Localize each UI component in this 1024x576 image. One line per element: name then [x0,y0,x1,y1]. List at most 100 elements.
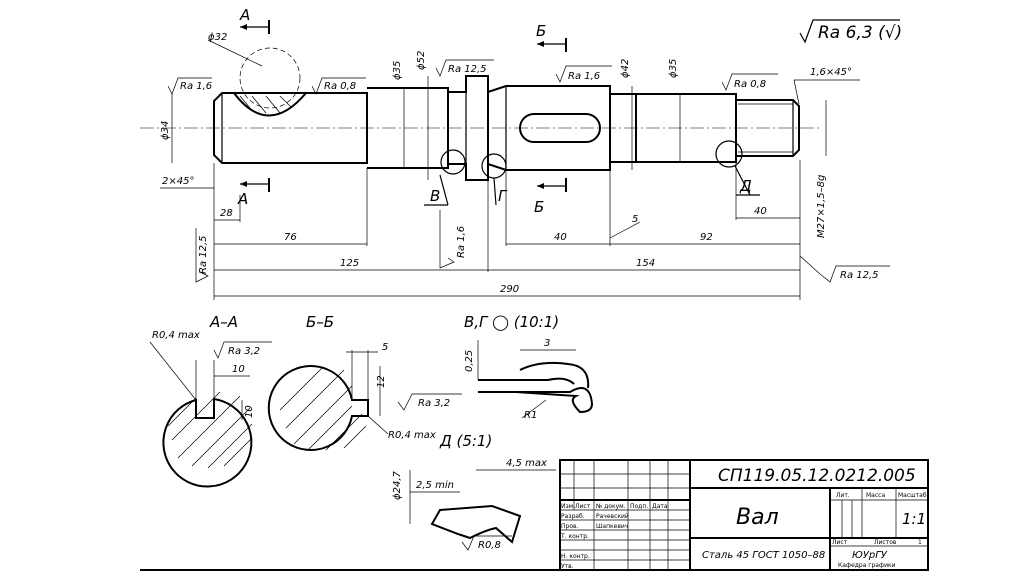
det-vg-radius: R1 [524,410,537,421]
key-slot [519,113,601,143]
det-d-min: 2,5 min [416,480,454,491]
tb-row-sign: Подп. [630,503,648,510]
ra-thread-side: Ra 0,8 [734,79,766,90]
general-roughness-symbol: Ra 6,3 (√) [799,19,902,44]
dim-125: 125 [340,258,359,269]
sec-a-roughness: Ra 3,2 [228,346,260,357]
cut-a-top-label: А [239,6,250,24]
linear-dims: 2×45° 28 76 125 290 154 40 92 5 40 1,6×4… [160,67,860,300]
keyway-a [233,92,307,117]
cut-a-bottom-label: А [237,190,248,208]
dim-28: 28 [220,208,233,219]
dim-92: 92 [700,232,713,243]
cut-b-top-label: Б [536,22,546,40]
dim-d32: ϕ32 [208,32,227,43]
dim-d42: ϕ42 [620,59,631,78]
tb-name-check: Шапкевич [596,523,628,530]
tb-dept: Кафедра графики [838,562,896,569]
tb-row-doc: № докум. [596,503,626,510]
title-block: Изм. Лист № докум. Подп. Дата Разраб. Ра… [559,459,929,571]
cut-b-bottom-label: Б [534,198,544,216]
dim-d35-right: ϕ35 [668,59,679,78]
cutter-circle [239,47,301,109]
section-a-outline [162,397,253,488]
dim-d52: ϕ52 [416,51,427,70]
dim-40-thread: 40 [754,206,767,217]
step-d35 [367,87,449,169]
detail-d-title: Д (5:1) [439,432,492,450]
detail-circle-d [715,140,743,168]
gear-seat-d42 [487,85,611,171]
ra-face-left: Ra 12,5 [198,235,209,274]
dim-d34: ϕ34 [160,121,171,140]
thread-end [736,99,800,157]
detail-v-g: В,Г ◯ (10:1) 0,25 3 R1 [464,313,594,421]
tb-role-ncontrol: Н. контр. [561,553,590,560]
sec-b-roughness: Ra 3,2 [418,398,450,409]
tb-row-change: Изм. [561,503,575,510]
cut-markers: А А Б Б В Г Д [237,6,760,216]
dim-154: 154 [636,258,655,269]
section-b-title: Б–Б [306,313,334,331]
view-g-label: Г [498,187,508,205]
tb-role-check: Пров. [561,523,579,530]
tb-name-dev: Рачевский [596,513,629,520]
det-vg-width: 3 [544,338,550,349]
tb-role-tcontrol: Т. контр. [560,533,589,540]
sec-b-depth: 12 [376,375,387,388]
dim-chamfer-right: 1,6×45° [810,67,852,78]
section-a-a: А–А 10 10 R0,4 max Ra 3,2 [149,313,272,488]
section-b-outline [267,365,369,451]
ra-shoulder: Ra 1,6 [456,226,467,258]
sec-a-depth: 10 [244,405,255,418]
tb-sheets: Листов [874,539,897,546]
det-d-radius: R0,8 [478,540,501,551]
tb-col-scale: Масштаб [898,492,927,499]
tb-col-lit: Лит. [836,492,850,499]
diameter-dims: ϕ32 ϕ34 ϕ35 ϕ52 ϕ42 ϕ35 [160,32,681,180]
journal-right [636,93,737,163]
tb-row-sheet: Лист [575,503,591,510]
ra-keyway-a: Ra 0,8 [324,81,356,92]
tb-scale: 1:1 [902,510,926,528]
sec-a-width: 10 [232,364,245,375]
section-a-title: А–А [209,313,238,331]
det-d-diameter: ϕ24,7 [392,471,403,501]
dim-40-key: 40 [554,232,567,243]
dim-d35-left: ϕ35 [392,61,403,80]
roughness-marks: Ra 1,6 Ra 0,8 Ra 12,5 Ra 1,6 Ra 0,8 Ra 1… [167,59,890,283]
sec-b-width: 5 [382,342,388,353]
view-v-label: В [430,187,440,205]
tb-row-date: Дата [652,503,668,510]
tb-material: Сталь 45 ГОСТ 1050–88 [702,550,825,561]
det-vg-height: 0,25 [464,350,475,372]
tb-org: ЮУрГУ [852,550,888,561]
tb-designation: СП119.05.12.0212.005 [718,466,916,486]
detail-circle-v [440,149,466,175]
tb-role-approve: Утв. [561,563,574,570]
ra-step-35: Ra 12,5 [448,64,487,75]
dim-thread: M27×1,5–8g [816,175,827,238]
dim-76: 76 [284,232,297,243]
det-d-max: 4,5 max [506,458,547,469]
section-b-b: Б–Б 5 12 R0,4 max Ra 3,2 [267,313,462,451]
ra-shaft-left: Ra 1,6 [180,81,212,92]
tb-sheet: Лист [832,539,848,546]
tb-part-name: Вал [736,505,779,530]
ra-key-section: Ra 1,6 [568,71,600,82]
sec-a-radius: R0,4 max [152,330,200,341]
dim-290: 290 [500,284,519,295]
detail-vg-title: В,Г ◯ (10:1) [464,313,559,331]
view-d-label: Д [739,177,752,195]
tb-role-dev: Разраб. [561,513,585,520]
detail-d: Д (5:1) ϕ24,7 2,5 min 4,5 max R0,8 [392,432,556,551]
dim-5: 5 [632,214,638,225]
sec-b-radius: R0,4 max [388,430,436,441]
dim-chamfer-left: 2×45° [162,176,194,187]
general-roughness-text: Ra 6,3 (√) [818,23,902,43]
tb-sheets-count: 1 [918,539,922,546]
ra-face-right: Ra 12,5 [840,270,879,281]
tb-col-mass: Масса [866,492,885,499]
